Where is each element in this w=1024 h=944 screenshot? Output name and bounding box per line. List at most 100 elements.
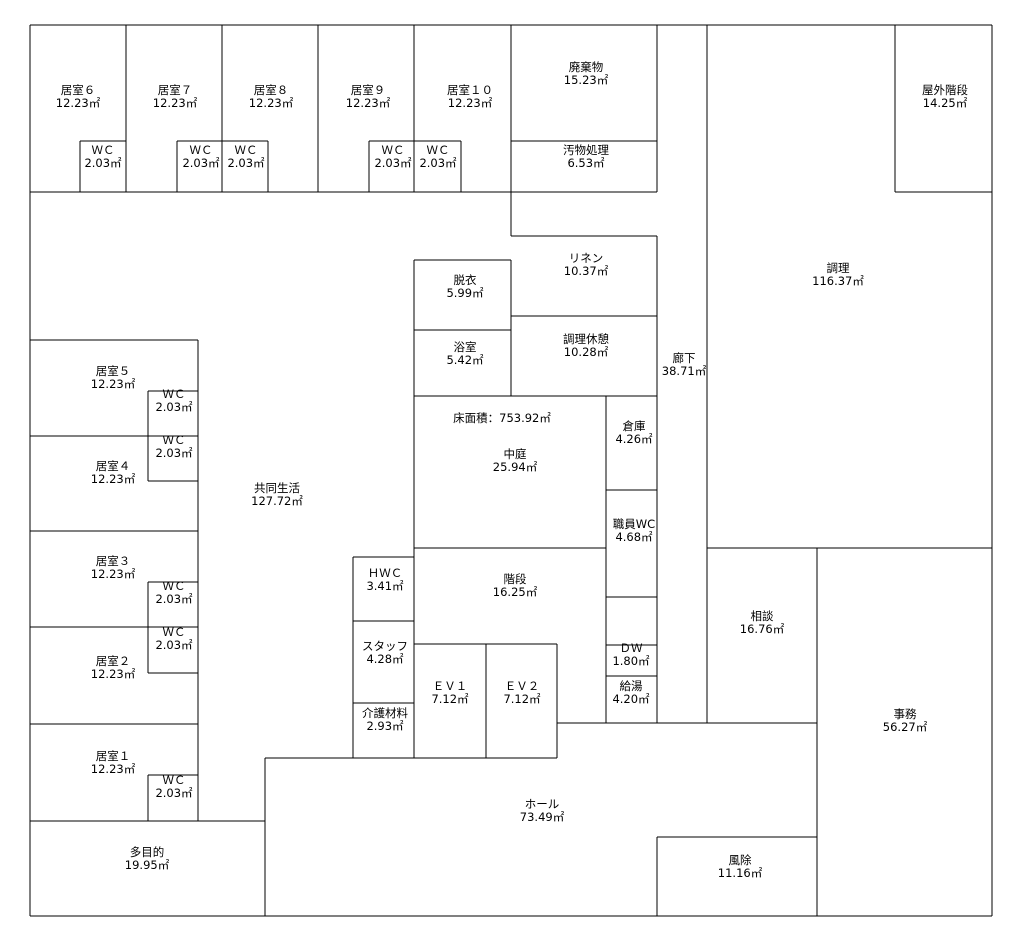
room-area: 5.99㎡ xyxy=(446,286,484,300)
room-name: 居室３ xyxy=(96,554,131,568)
room-name: ＷＣ xyxy=(382,143,405,157)
room-name: ＷＣ xyxy=(235,143,258,157)
room-name: スタッフ xyxy=(362,639,408,653)
room-name: 居室１ xyxy=(96,749,131,763)
room-name: ＷＣ xyxy=(163,773,186,787)
room-dw: ＤＷ1.80㎡ xyxy=(612,641,650,668)
room-name: 居室７ xyxy=(158,83,193,97)
room-area: 12.23㎡ xyxy=(448,96,493,110)
walls xyxy=(29,24,993,917)
room-name: 居室２ xyxy=(96,654,131,668)
room-area: 2.03㎡ xyxy=(84,156,122,170)
room-area: 2.03㎡ xyxy=(227,156,265,170)
room-area: 4.26㎡ xyxy=(615,432,653,446)
room-area: 14.25㎡ xyxy=(923,96,968,110)
room-kyuto: 給湯4.20㎡ xyxy=(612,679,650,706)
room-area: 12.23㎡ xyxy=(91,377,136,391)
room-wc-4: ＷＣ2.03㎡ xyxy=(155,433,193,460)
room-name: 居室６ xyxy=(61,83,96,97)
room-area: 56.27㎡ xyxy=(883,720,928,734)
room-area: 12.23㎡ xyxy=(56,96,101,110)
room-name: 居室５ xyxy=(96,364,131,378)
room-wc-5: ＷＣ2.03㎡ xyxy=(155,387,193,414)
room-name: 廊下 xyxy=(673,351,696,365)
room-name: ＷＣ xyxy=(163,625,186,639)
room-area: 2.03㎡ xyxy=(155,786,193,800)
room-name: 調理 xyxy=(827,261,850,275)
room-name: 共同生活 xyxy=(254,481,300,495)
room-area: 12.23㎡ xyxy=(249,96,294,110)
room-name: ＷＣ xyxy=(190,143,213,157)
room-area: 25.94㎡ xyxy=(493,460,538,474)
room-area: 38.71㎡ xyxy=(662,364,707,378)
room-area: 12.23㎡ xyxy=(346,96,391,110)
room-soko: 倉庫4.26㎡ xyxy=(615,419,653,446)
room-name: ＥＶ１ xyxy=(433,679,468,693)
room-area: 10.28㎡ xyxy=(564,345,609,359)
room-area: 73.49㎡ xyxy=(520,810,565,824)
room-area: 16.76㎡ xyxy=(740,622,785,636)
room-name: ＷＣ xyxy=(163,433,186,447)
room-name: 職員WC xyxy=(613,517,655,531)
room-name: 居室１０ xyxy=(447,83,493,97)
room-area: 2.03㎡ xyxy=(155,638,193,652)
room-name: 居室８ xyxy=(254,83,289,97)
room-name: 倉庫 xyxy=(623,419,646,433)
room-name: ＷＣ xyxy=(92,143,115,157)
room-name: 階段 xyxy=(504,572,527,586)
room-wc-6: ＷＣ2.03㎡ xyxy=(84,143,122,170)
room-area: 5.42㎡ xyxy=(446,353,484,367)
room-area: 2.03㎡ xyxy=(155,446,193,460)
room-name: 相談 xyxy=(751,609,774,623)
room-name: 事務 xyxy=(894,707,917,721)
room-wc-1: ＷＣ2.03㎡ xyxy=(155,773,193,800)
room-name: 給湯 xyxy=(620,679,643,693)
room-name: 介護材料 xyxy=(362,706,408,720)
room-labels: 居室６12.23㎡居室７12.23㎡居室８12.23㎡居室９12.23㎡居室１０… xyxy=(56,60,969,880)
room-wc-10: ＷＣ2.03㎡ xyxy=(419,143,457,170)
room-area: 2.03㎡ xyxy=(182,156,220,170)
room-name: リネン xyxy=(569,251,604,265)
room-yokushitsu: 浴室5.42㎡ xyxy=(446,340,484,367)
room-wc-9: ＷＣ2.03㎡ xyxy=(374,143,412,170)
room-area: 12.23㎡ xyxy=(91,472,136,486)
room-area: 4.20㎡ xyxy=(612,692,650,706)
room-area: 15.23㎡ xyxy=(564,73,609,87)
room-area: 12.23㎡ xyxy=(91,762,136,776)
room-name: 脱衣 xyxy=(454,273,477,287)
room-area: 12.23㎡ xyxy=(153,96,198,110)
room-name: 中庭 xyxy=(504,447,527,461)
room-name: 屋外階段 xyxy=(922,83,968,97)
room-name: ＨＷＣ xyxy=(368,566,403,580)
room-area: 7.12㎡ xyxy=(503,692,541,706)
room-area: 116.37㎡ xyxy=(812,274,864,288)
room-name: 調理休憩 xyxy=(563,332,609,346)
room-area: 19.95㎡ xyxy=(125,858,170,872)
room-area: 2.03㎡ xyxy=(374,156,412,170)
room-name: 汚物処理 xyxy=(563,143,609,157)
